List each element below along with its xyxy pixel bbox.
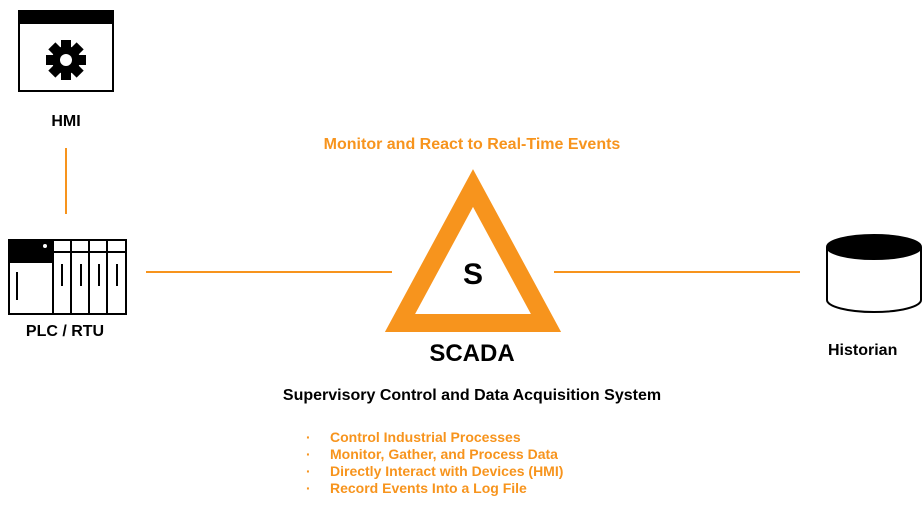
historian-label: Historian <box>828 342 898 359</box>
plc-label: PLC / RTU <box>25 323 105 340</box>
system-subtitle: Supervisory Control and Data Acquisition… <box>282 387 662 404</box>
feature-item: ·Directly Interact with Devices (HMI) <box>306 463 564 479</box>
feature-item: ·Monitor, Gather, and Process Data <box>306 446 558 462</box>
database-cylinder-icon <box>826 234 922 313</box>
tagline: Monitor and React to Real-Time Events <box>323 136 621 153</box>
bullet-icon: · <box>306 480 311 496</box>
gear-window-icon <box>18 10 114 92</box>
hmi-label: HMI <box>51 113 81 130</box>
triangle-s-icon <box>384 169 562 332</box>
feature-item: ·Record Events Into a Log File <box>306 480 527 496</box>
plc-module-dots <box>61 264 118 286</box>
bullet-icon: · <box>306 463 311 479</box>
scada-title: SCADA <box>429 340 515 367</box>
bullet-icon: · <box>306 429 311 445</box>
feature-item: ·Control Industrial Processes <box>306 429 521 445</box>
scada-letter: S <box>462 258 484 291</box>
plc-rack-icon <box>8 239 127 315</box>
bullet-icon: · <box>306 446 311 462</box>
feature-list: ·Control Industrial Processes ·Monitor, … <box>306 429 563 497</box>
